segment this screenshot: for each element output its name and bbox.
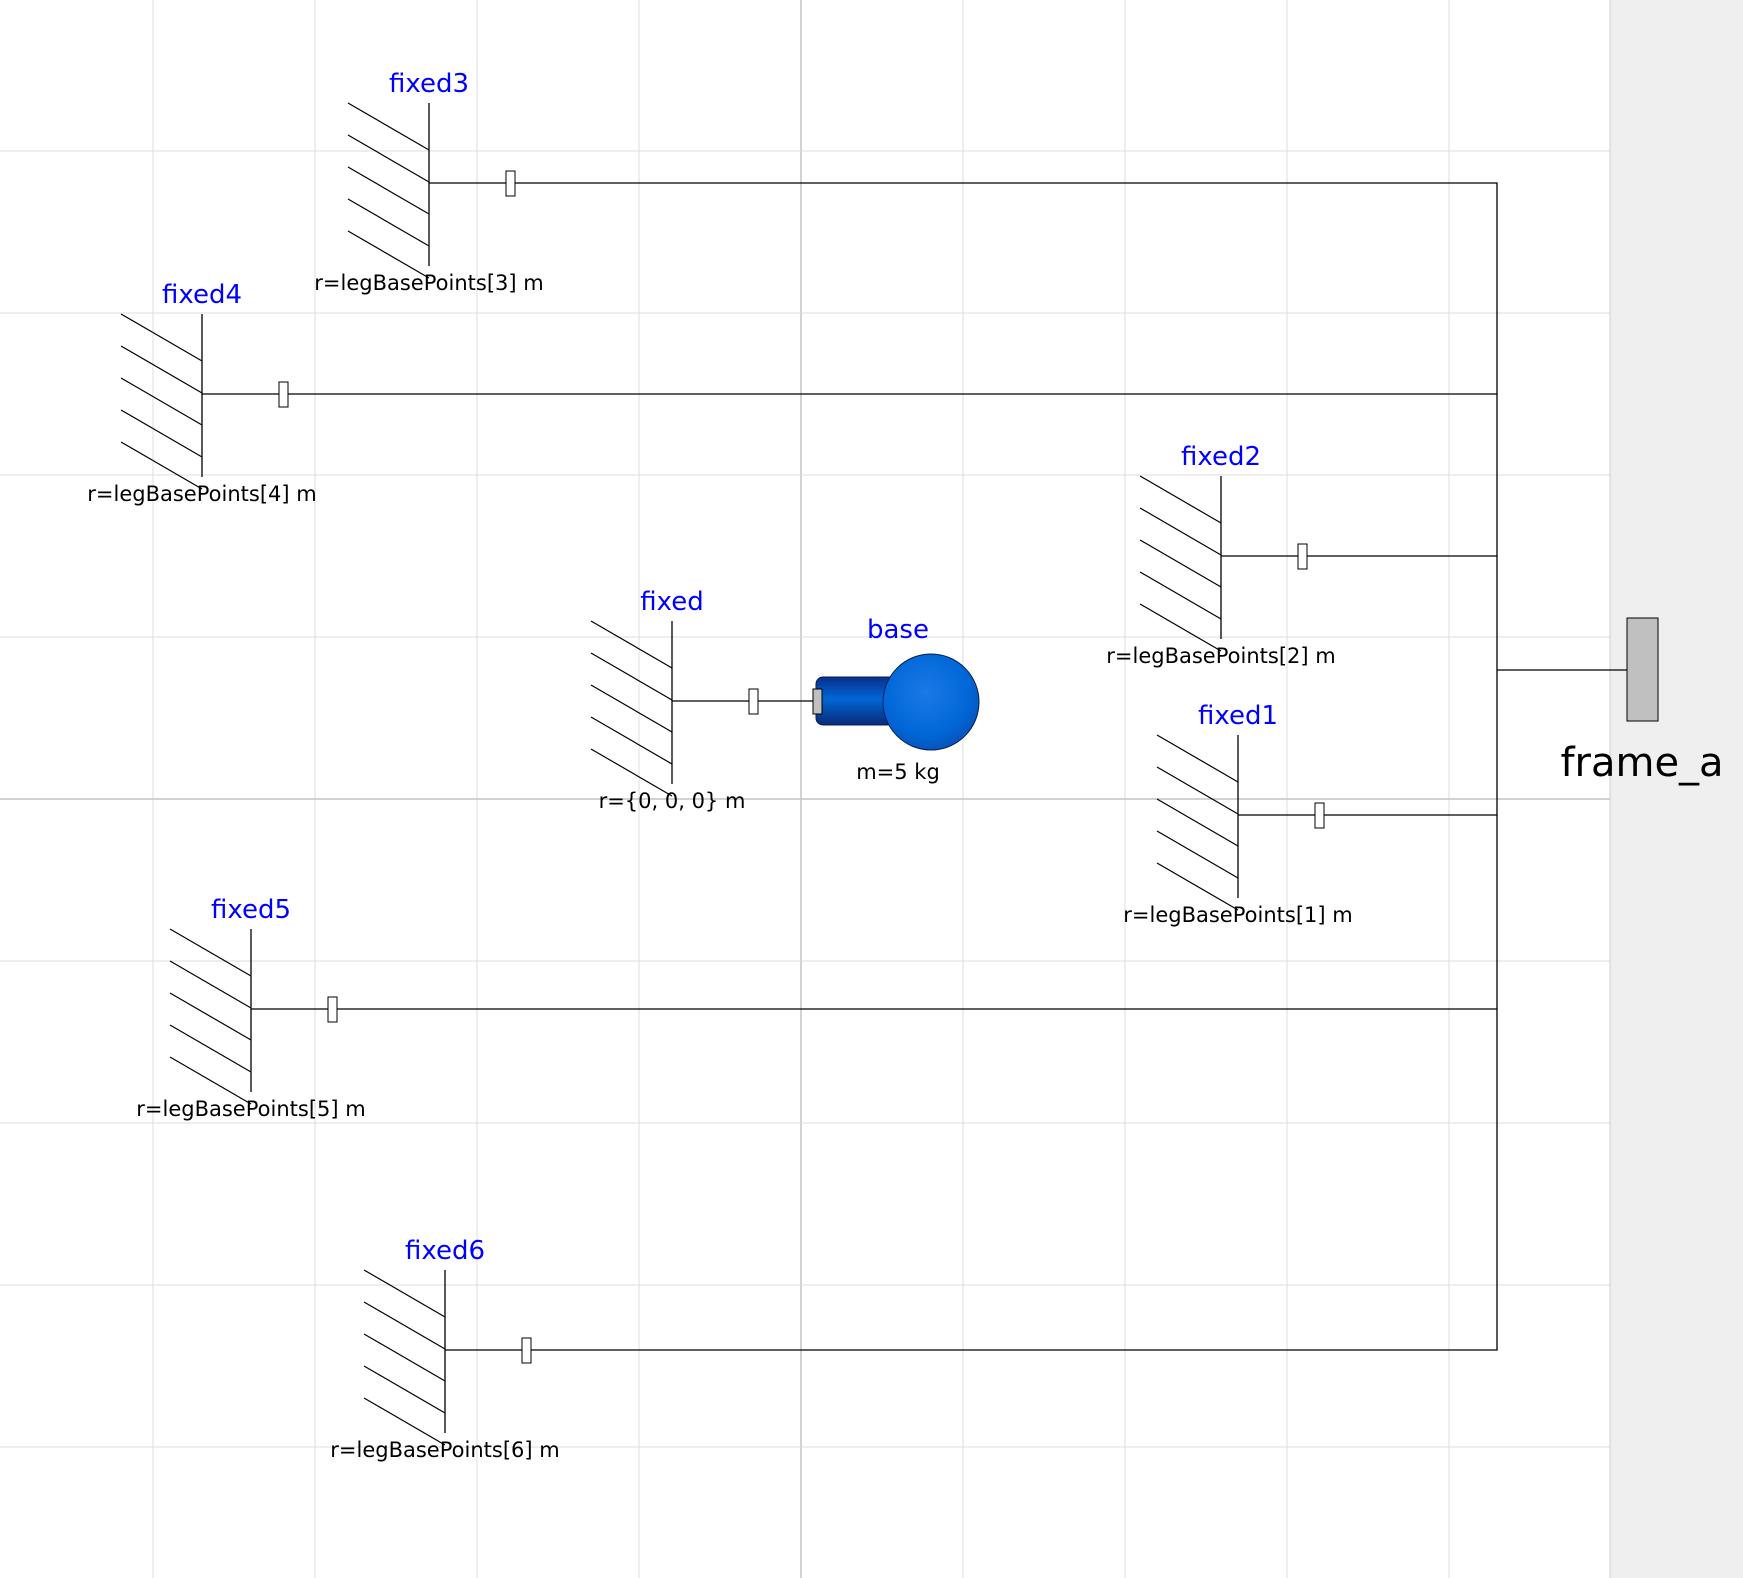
frame-a-label: frame_a [1560, 740, 1723, 786]
hatch-line [169, 960, 252, 1009]
frame-connector[interactable] [327, 996, 338, 1023]
fixed-param-label: r=legBasePoints[3] m [314, 271, 543, 295]
frame-connector[interactable] [748, 688, 759, 715]
hatch-line [363, 1365, 446, 1414]
fixed-hatch [363, 1269, 446, 1446]
fixed-param-label: r=legBasePoints[4] m [87, 482, 316, 506]
hatch-line [1156, 798, 1239, 847]
fixed-hatch [1139, 475, 1222, 652]
hatch-line [169, 1056, 252, 1105]
fixed-name-label: fixed [640, 587, 703, 617]
hatch-line [1139, 539, 1222, 588]
body-base[interactable]: base m=5 kg [812, 615, 980, 784]
fixed-component[interactable]: fixed1 r=legBasePoints[1] m [1123, 701, 1352, 927]
hatch-line [1139, 507, 1222, 556]
hatch-line [363, 1333, 446, 1382]
hatch-line [120, 409, 203, 458]
hatch-line [347, 134, 430, 183]
hatch-line [363, 1301, 446, 1350]
hatch-line [363, 1269, 446, 1318]
hatch-line [120, 441, 203, 490]
fixed-component[interactable]: fixed4 r=legBasePoints[4] m [87, 280, 316, 506]
fixed-param-label: r=legBasePoints[1] m [1123, 903, 1352, 927]
body-sphere [882, 653, 980, 751]
hatch-line [1156, 862, 1239, 911]
hatch-line [590, 748, 673, 797]
hatch-line [590, 620, 673, 669]
fixed-param-label: r=legBasePoints[2] m [1106, 644, 1335, 668]
fixed-component[interactable]: fixed2 r=legBasePoints[2] m [1106, 442, 1335, 668]
fixed-param-label: r=legBasePoints[5] m [136, 1097, 365, 1121]
frame-connector[interactable] [1314, 802, 1325, 829]
canvas-margin [1610, 0, 1743, 1578]
fixed-name-label: fixed3 [389, 69, 469, 99]
hatch-line [347, 198, 430, 247]
hatch-line [590, 684, 673, 733]
hatch-line [1156, 766, 1239, 815]
hatch-line [363, 1397, 446, 1446]
fixed-param-label: r=legBasePoints[6] m [330, 1438, 559, 1462]
fixed-component[interactable]: fixed5 r=legBasePoints[5] m [136, 895, 365, 1121]
body-param-label: m=5 kg [856, 760, 940, 784]
frame-connector[interactable] [521, 1337, 532, 1364]
body-frame-connector[interactable] [812, 688, 823, 715]
hatch-line [1156, 734, 1239, 783]
fixed-component[interactable]: fixed6 r=legBasePoints[6] m [330, 1236, 559, 1462]
hatch-line [120, 345, 203, 394]
fixed-hatch [120, 313, 203, 490]
connection-lines [202, 182, 1628, 1351]
fixed-components: fixed3 r=legBasePoints[3] m fixed4 r=legBas… [87, 69, 1352, 1462]
grid [0, 0, 1610, 1578]
frame-connector[interactable] [505, 170, 516, 197]
fixed-hatch [1156, 734, 1239, 911]
hatch-line [590, 652, 673, 701]
hatch-line [590, 716, 673, 765]
hatch-line [1139, 475, 1222, 524]
fixed-hatch [347, 102, 430, 279]
hatch-line [120, 313, 203, 362]
frame-connector[interactable] [1297, 543, 1308, 570]
fixed-hatch [590, 620, 673, 797]
port-frame-a[interactable]: frame_a [1560, 617, 1724, 786]
hatch-line [1139, 603, 1222, 652]
fixed-name-label: fixed4 [162, 280, 242, 310]
fixed-name-label: fixed5 [211, 895, 291, 925]
hatch-line [347, 102, 430, 151]
hatch-line [347, 230, 430, 279]
fixed-name-label: fixed6 [405, 1236, 485, 1266]
hatch-line [169, 928, 252, 977]
hatch-line [1156, 830, 1239, 879]
body-name-label: base [867, 615, 929, 645]
fixed-param-label: r={0, 0, 0} m [599, 789, 746, 813]
fixed-component[interactable]: fixed3 r=legBasePoints[3] m [314, 69, 543, 295]
hatch-line [1139, 571, 1222, 620]
hatch-line [347, 166, 430, 215]
frame-connector[interactable] [278, 381, 289, 408]
fixed-name-label: fixed1 [1198, 701, 1278, 731]
hatch-line [120, 377, 203, 426]
hatch-line [169, 992, 252, 1041]
hatch-line [169, 1024, 252, 1073]
fixed-component[interactable]: fixed r={0, 0, 0} m [590, 587, 759, 813]
fixed-name-label: fixed2 [1181, 442, 1261, 472]
fixed-hatch [169, 928, 252, 1105]
frame-a-connector[interactable] [1626, 617, 1659, 722]
connection-fixed3[interactable] [429, 182, 1498, 1351]
